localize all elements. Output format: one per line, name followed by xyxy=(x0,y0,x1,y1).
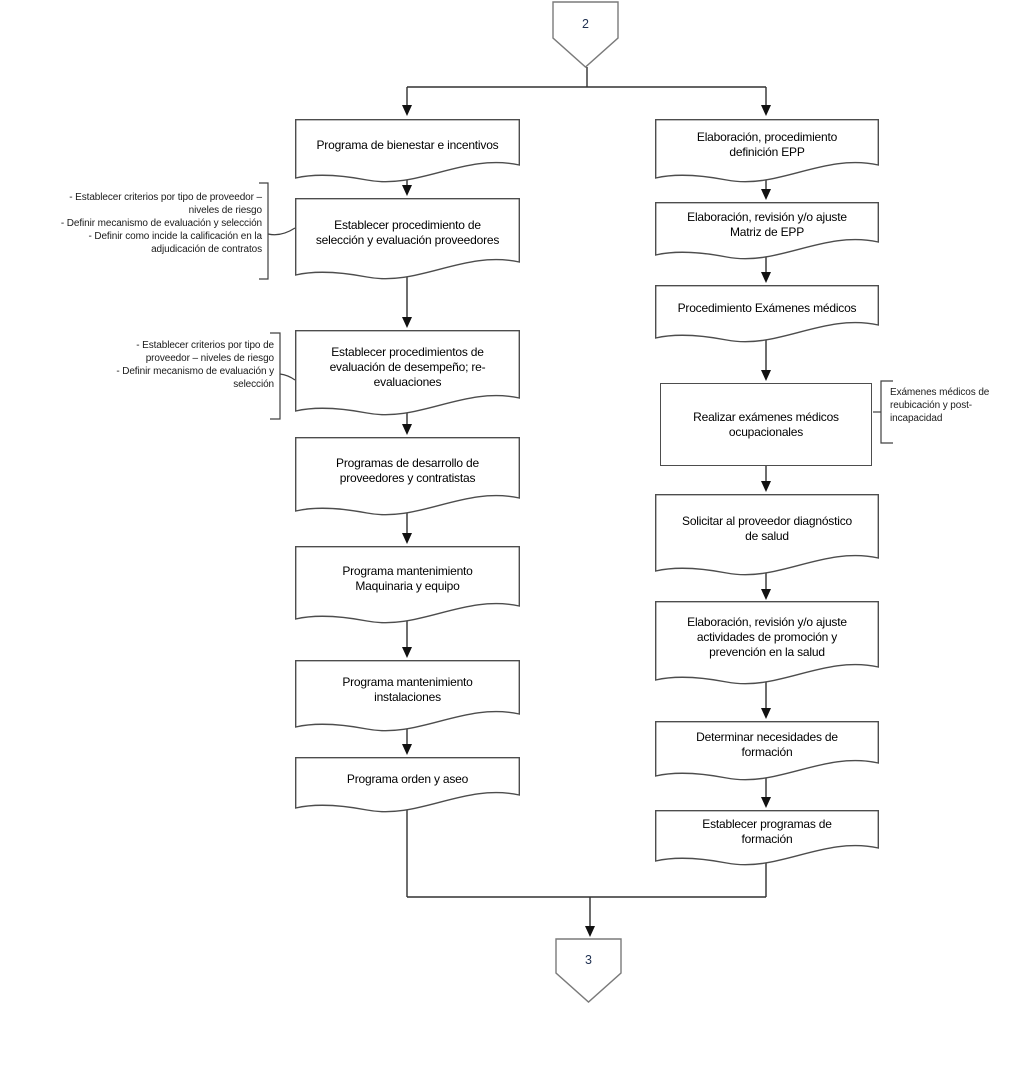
annotation-criterios-seleccion-proveedores: - Establecer criterios por tipo de prove… xyxy=(60,192,262,255)
node-label: Procedimiento Exámenes médicos xyxy=(677,300,857,315)
node-label: Realizar exámenes médicos ocupacionales xyxy=(693,409,839,439)
node-label: Programa orden y aseo xyxy=(346,771,469,786)
node-label: Programa de bienestar e incentivos xyxy=(316,137,499,152)
annotation-brackets xyxy=(259,182,893,444)
node-mantenimiento-maquinaria: Programa mantenimiento Maquinaria y equi… xyxy=(295,546,520,626)
document-shape xyxy=(655,810,879,866)
document-shape xyxy=(295,757,520,813)
document-shape xyxy=(295,119,520,183)
node-programas-formacion: Establecer programas de formación xyxy=(655,810,879,868)
off-page-connector-3-shape xyxy=(555,938,622,1003)
node-programa-bienestar-incentivos: Programa de bienestar e incentivos xyxy=(295,119,520,185)
annotation-criterios-evaluacion: - Establecer criterios por tipo de prove… xyxy=(116,340,274,390)
node-label: Determinar necesidades de formación xyxy=(696,730,838,759)
node-label: Programa mantenimiento Maquinaria y equi… xyxy=(342,564,473,593)
node-matriz-epp: Elaboración, revisión y/o ajuste Matriz … xyxy=(655,202,879,262)
node-realizar-examenes-ocupacionales: Realizar exámenes médicos ocupacionales xyxy=(660,383,872,466)
node-procedimiento-seleccion-proveedores: Establecer procedimiento de selección y … xyxy=(295,198,520,282)
node-necesidades-formacion: Determinar necesidades de formación xyxy=(655,721,879,783)
node-label: Elaboración, procedimiento definición EP… xyxy=(696,130,838,159)
document-shape xyxy=(655,119,879,183)
document-shape xyxy=(655,601,879,685)
node-promocion-prevencion-salud: Elaboración, revisión y/o ajuste activid… xyxy=(655,601,879,687)
document-shape xyxy=(655,285,879,343)
node-label: Solicitar al proveedor diagnóstico de sa… xyxy=(682,514,852,543)
node-label: Establecer procedimientos de evaluación … xyxy=(329,344,486,389)
node-procedimiento-examenes-medicos: Procedimiento Exámenes médicos xyxy=(655,285,879,345)
off-page-connector-2-shape xyxy=(552,1,619,68)
document-shape xyxy=(295,546,520,624)
node-label: Establecer procedimiento de selección y … xyxy=(315,218,500,247)
node-mantenimiento-instalaciones: Programa mantenimiento instalaciones xyxy=(295,660,520,734)
node-label: Elaboración, revisión y/o ajuste Matriz … xyxy=(687,210,847,239)
flow-arrows xyxy=(402,67,771,937)
node-programas-desarrollo-proveedores: Programas de desarrollo de proveedores y… xyxy=(295,437,520,518)
document-shape xyxy=(295,660,520,732)
document-shape xyxy=(295,330,520,416)
node-procedimiento-definicion-epp: Elaboración, procedimiento definición EP… xyxy=(655,119,879,185)
node-programa-orden-aseo: Programa orden y aseo xyxy=(295,757,520,815)
document-shape xyxy=(655,721,879,781)
document-shape xyxy=(655,202,879,260)
off-page-connector-2: 2 xyxy=(582,17,589,31)
document-shape xyxy=(295,198,520,280)
off-page-connector-3: 3 xyxy=(585,953,592,967)
node-label: Programa mantenimiento instalaciones xyxy=(342,675,473,704)
document-shape xyxy=(295,437,520,516)
node-label: Elaboración, revisión y/o ajuste activid… xyxy=(687,614,847,659)
node-procedimientos-evaluacion-desempeno: Establecer procedimientos de evaluación … xyxy=(295,330,520,418)
node-solicitar-diagnostico-salud: Solicitar al proveedor diagnóstico de sa… xyxy=(655,494,879,578)
node-label: Programas de desarrollo de proveedores y… xyxy=(336,455,479,485)
document-shape xyxy=(655,494,879,576)
annotation-examenes-reubicacion: Exámenes médicos de reubicación y post- … xyxy=(890,387,990,424)
node-label: Establecer programas de formación xyxy=(702,817,832,846)
